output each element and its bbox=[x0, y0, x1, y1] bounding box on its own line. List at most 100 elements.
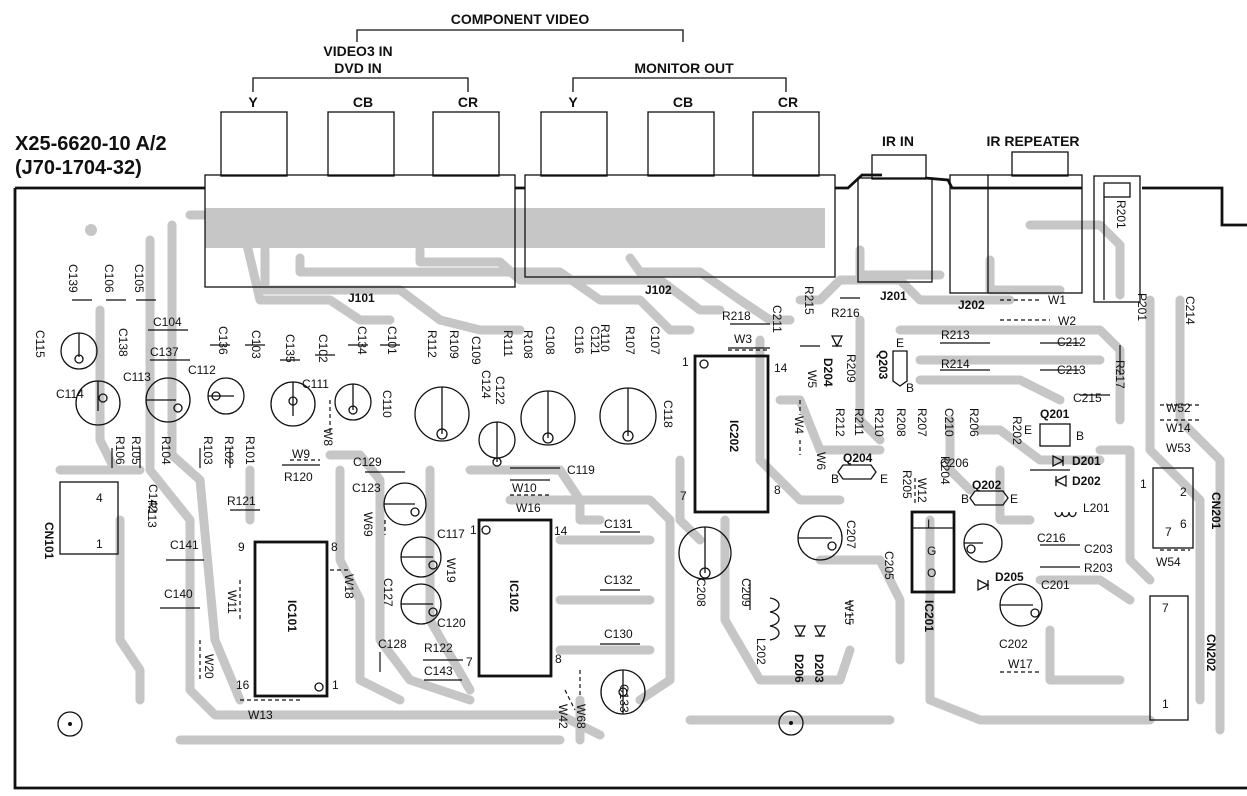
r214-label: R214 bbox=[941, 357, 970, 371]
ic102-body bbox=[477, 518, 553, 678]
r111-label: R111 bbox=[501, 330, 515, 357]
c142-label: C142 bbox=[146, 484, 160, 513]
pin-label: 2 bbox=[1180, 485, 1187, 499]
diode-symbols bbox=[793, 335, 1067, 638]
q204-body bbox=[837, 464, 877, 480]
r207-label: R207 bbox=[915, 408, 929, 437]
r112-label: R112 bbox=[425, 330, 439, 358]
c122-label: C122 bbox=[493, 376, 507, 405]
c121-label: C121 bbox=[588, 326, 602, 355]
r103-label: R103 bbox=[201, 436, 215, 465]
pin-label: B bbox=[906, 381, 914, 395]
dvd-in-header: DVD IN bbox=[334, 60, 381, 76]
r201-label: R201 bbox=[1114, 200, 1128, 229]
pin-label: 1 bbox=[1140, 477, 1147, 491]
w20-label: W20 bbox=[202, 654, 216, 679]
c208-label: C208 bbox=[694, 578, 708, 607]
c106-label: C106 bbox=[102, 264, 116, 293]
p201-label: P201 bbox=[1135, 293, 1149, 321]
c115-label: C115 bbox=[33, 330, 47, 358]
r105-label: R105 bbox=[129, 436, 143, 465]
c116-label: C116 bbox=[572, 326, 586, 354]
pin-label: 1 bbox=[332, 678, 339, 692]
w14-label: W14 bbox=[1166, 421, 1191, 435]
part-number-title: (J70-1704-32) bbox=[15, 157, 142, 179]
c135-label: C135 bbox=[283, 334, 297, 363]
input-cb-label: CB bbox=[353, 94, 373, 110]
c202-label: C202 bbox=[999, 637, 1028, 651]
c102-label: C102 bbox=[316, 334, 330, 363]
r206-label: R206 bbox=[967, 408, 981, 437]
c105-label: C105 bbox=[132, 264, 146, 293]
c139-label: C139 bbox=[66, 264, 80, 293]
q203-body bbox=[892, 350, 908, 387]
c130-label: C130 bbox=[604, 627, 633, 641]
w15-label: W15 bbox=[842, 600, 856, 625]
w13-label: W13 bbox=[248, 708, 273, 722]
r121-label: R121 bbox=[227, 494, 256, 508]
electrolytic-capacitors bbox=[60, 332, 1043, 715]
r210-label: R210 bbox=[872, 408, 886, 437]
pin-label: 14 bbox=[774, 361, 788, 375]
c118-label: C118 bbox=[661, 400, 675, 428]
c117-label: C117 bbox=[437, 527, 465, 541]
pin-label: 8 bbox=[331, 540, 338, 554]
r120-label: R120 bbox=[284, 470, 313, 484]
c112-label: C112 bbox=[188, 363, 216, 377]
c136-label: C136 bbox=[216, 326, 230, 355]
l202-coil bbox=[769, 597, 780, 641]
c128-label: C128 bbox=[378, 637, 407, 651]
ic202-label: IC202 bbox=[727, 420, 741, 452]
w53-label: W53 bbox=[1166, 441, 1191, 455]
r205-label: R205 bbox=[900, 470, 914, 499]
component-labels: J101 J102 J201 J202 CN101 CN201 CN202 P2… bbox=[33, 200, 1223, 729]
r217-label: R217 bbox=[1113, 360, 1127, 389]
r208-label: R208 bbox=[894, 408, 908, 437]
w8-label: W8 bbox=[321, 428, 335, 446]
c103-label: C103 bbox=[249, 330, 263, 359]
c110-label: C110 bbox=[380, 390, 394, 418]
pin-label: 1 bbox=[96, 537, 103, 551]
r113-label: R113 bbox=[145, 500, 159, 528]
pin-label: 16 bbox=[236, 678, 250, 692]
pin-label: 4 bbox=[96, 491, 103, 505]
output-cr-label: CR bbox=[778, 94, 798, 110]
c141-label: C141 bbox=[170, 538, 199, 552]
w19-label: W19 bbox=[444, 558, 458, 583]
ir-jacks bbox=[857, 151, 1141, 303]
q203-label: Q203 bbox=[876, 350, 890, 380]
rca-jack-panel bbox=[204, 111, 836, 288]
w54-label: W54 bbox=[1156, 555, 1181, 569]
j202-label: J202 bbox=[958, 298, 985, 312]
c114-label: C114 bbox=[56, 387, 84, 401]
c129-label: C129 bbox=[353, 455, 382, 469]
c119-label: C119 bbox=[567, 463, 595, 477]
c205-label: C205 bbox=[882, 551, 896, 580]
c113-label: C113 bbox=[123, 370, 151, 384]
pin-label: 7 bbox=[1162, 601, 1169, 615]
pin-label: 8 bbox=[774, 483, 781, 497]
c101-label: C101 bbox=[385, 326, 399, 355]
r212-label: R212 bbox=[833, 408, 847, 437]
q202-body bbox=[969, 490, 1009, 506]
pin-label: 14 bbox=[554, 524, 568, 538]
cn101-label: CN101 bbox=[42, 522, 56, 560]
component-video-header: COMPONENT VIDEO bbox=[451, 11, 590, 27]
w4-label: W4 bbox=[792, 416, 806, 434]
r211-label: R211 bbox=[852, 408, 866, 436]
c132-label: C132 bbox=[604, 573, 633, 587]
output-cb-label: CB bbox=[673, 94, 693, 110]
r213-label: R213 bbox=[941, 328, 970, 342]
c216-label: C216 bbox=[1037, 531, 1066, 545]
c209-label: C209 bbox=[739, 578, 753, 607]
w2-label: W2 bbox=[1058, 314, 1076, 328]
pin-label: G bbox=[927, 544, 936, 558]
q201-body bbox=[1039, 423, 1071, 447]
ic101-label: IC101 bbox=[285, 600, 299, 632]
pin-label: 6 bbox=[1180, 517, 1187, 531]
r110-label: R110 bbox=[598, 324, 612, 352]
r215-label: R215 bbox=[802, 286, 816, 315]
c215-label: C215 bbox=[1073, 391, 1102, 405]
c214-label: C214 bbox=[1183, 296, 1197, 325]
